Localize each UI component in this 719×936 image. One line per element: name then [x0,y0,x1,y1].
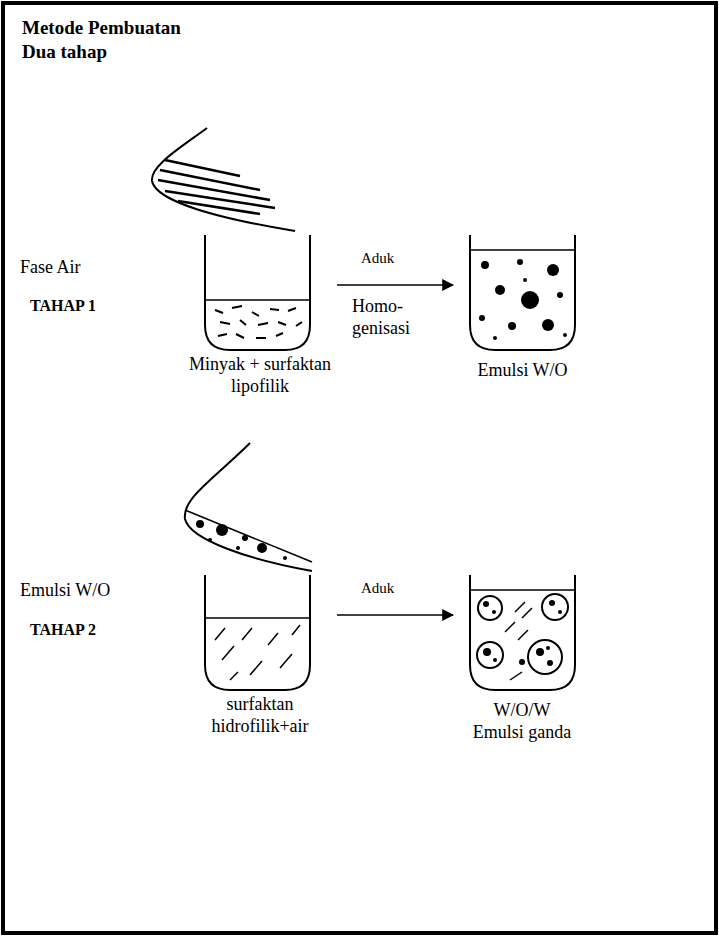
beaker [205,575,310,690]
pouring-flask [152,128,295,231]
flask-label: Fase Air [18,125,308,283]
flask-label: Emulsi W/O [18,440,308,606]
node-label: Emulsi W/O [20,580,150,602]
diagram-title: Metode Pembuatan Dua tahap [22,16,197,64]
pouring-flask [185,443,312,571]
stage-label: TAHAP 2 [30,620,140,639]
frame [3,3,716,933]
beaker [205,235,310,350]
node-label: surfaktan hidrofilik+air [195,694,325,737]
node-label: W/O/W Emulsi ganda [467,700,577,743]
node-label: Fase Air [20,257,140,279]
process-note: Homo- genisasi [352,296,422,339]
edge-label: Aduk [359,249,396,267]
beaker-box: Minyak + surfaktan lipofilik [185,232,335,401]
beaker [470,235,575,350]
edge-label: Aduk [359,579,396,597]
node-label: Minyak + surfaktan lipofilik [185,354,335,397]
beaker-box: surfaktan hidrofilik+air [185,572,335,741]
beaker-box: Emulsi W/O [455,232,590,386]
arrow-connector [337,284,453,286]
node-label: Emulsi W/O [455,360,590,382]
beaker [470,575,575,690]
stage-label: TAHAP 1 [30,296,140,315]
arrow-connector [337,614,453,616]
beaker-box: W/O/W Emulsi ganda [455,572,590,747]
